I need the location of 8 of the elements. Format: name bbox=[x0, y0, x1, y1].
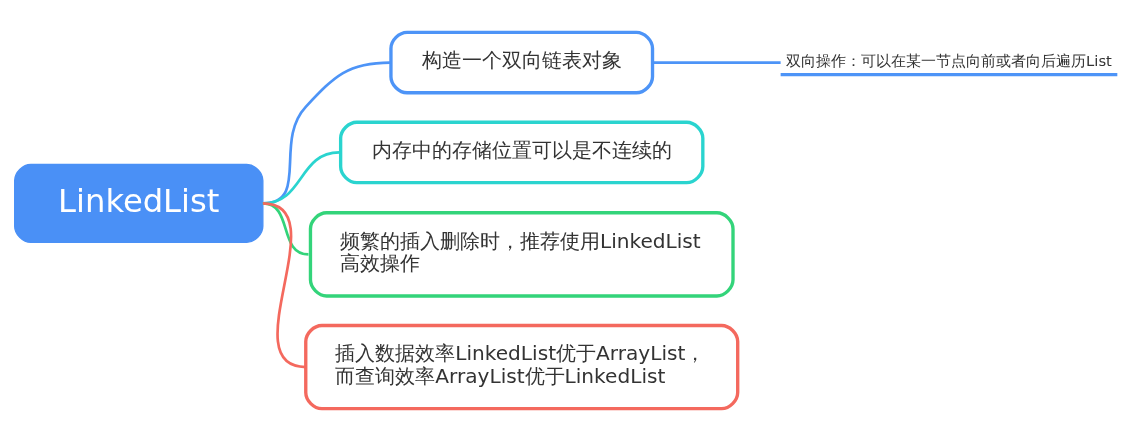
connector bbox=[653, 60, 781, 64]
node-box: 构造一个双向链表对象 bbox=[389, 30, 655, 94]
connector bbox=[262, 201, 307, 368]
node-box: 插入数据效率LinkedList优于ArrayList，而查询效率ArrayList优于LinkedList bbox=[304, 323, 740, 410]
node-box: 频繁的插入删除时，推荐使用LinkedList高效操作 bbox=[308, 210, 735, 298]
node-box: 内存中的存储位置可以是不连续的 bbox=[338, 120, 705, 184]
node-box: LinkedList bbox=[14, 163, 264, 243]
node-text: 双向操作：可以在某一节点向前或者向后遍历List bbox=[786, 51, 1112, 69]
